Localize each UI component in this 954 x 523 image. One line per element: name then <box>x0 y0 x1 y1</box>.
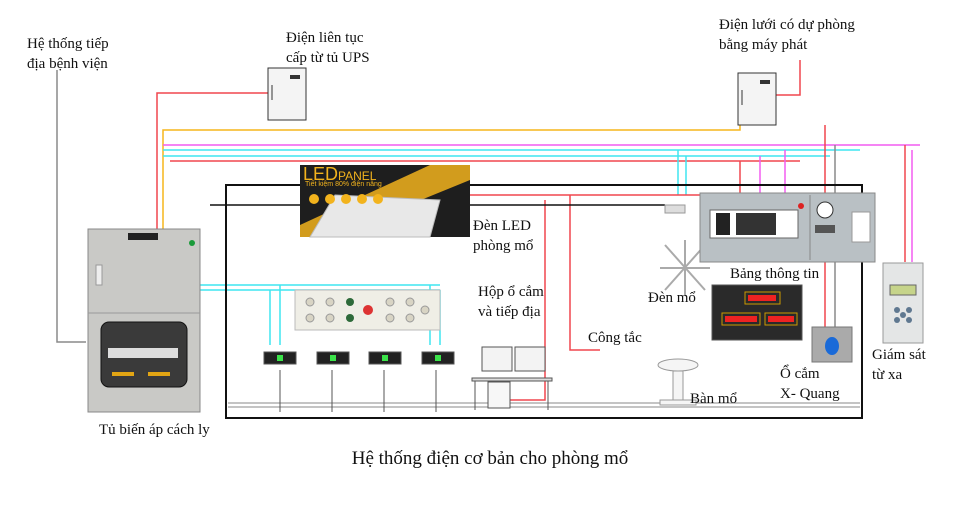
operating-table-label: Bàn mổ <box>690 391 738 407</box>
pc-workstation <box>471 346 553 410</box>
surgical-lamp <box>660 240 710 295</box>
info-board-label: Bảng thông tin <box>730 266 820 282</box>
led-panel-slogan: Tiết kiệm 80% điện năng <box>305 181 382 188</box>
xray-socket <box>811 326 853 363</box>
operating-room-outline <box>225 184 863 419</box>
led-panel-image <box>300 165 470 238</box>
diagram-caption: Hệ thống điện cơ bản cho phòng mổ <box>351 448 629 469</box>
led-panel-brand: LEDPANEL <box>303 164 377 184</box>
generator-cabinet <box>737 72 777 126</box>
breaker-modules <box>263 351 455 365</box>
operating-table <box>657 358 699 406</box>
grounding-wire <box>56 70 86 343</box>
ups-cabinet <box>267 67 307 121</box>
transformer-label: Tủ biến áp cách ly <box>99 422 210 438</box>
info-board <box>699 192 876 263</box>
surgical-lamp-label: Đèn mổ <box>648 290 696 306</box>
remote-monitor-device <box>882 262 924 344</box>
generator-wire <box>776 60 801 96</box>
ups-wire <box>156 92 268 229</box>
switch-label: Công tắc <box>588 330 642 346</box>
isolation-transformer-cabinet <box>87 228 201 413</box>
ups-orange-wire <box>162 125 741 229</box>
socket-panel <box>294 289 441 331</box>
clock-display <box>711 284 803 341</box>
wiring <box>56 60 920 401</box>
